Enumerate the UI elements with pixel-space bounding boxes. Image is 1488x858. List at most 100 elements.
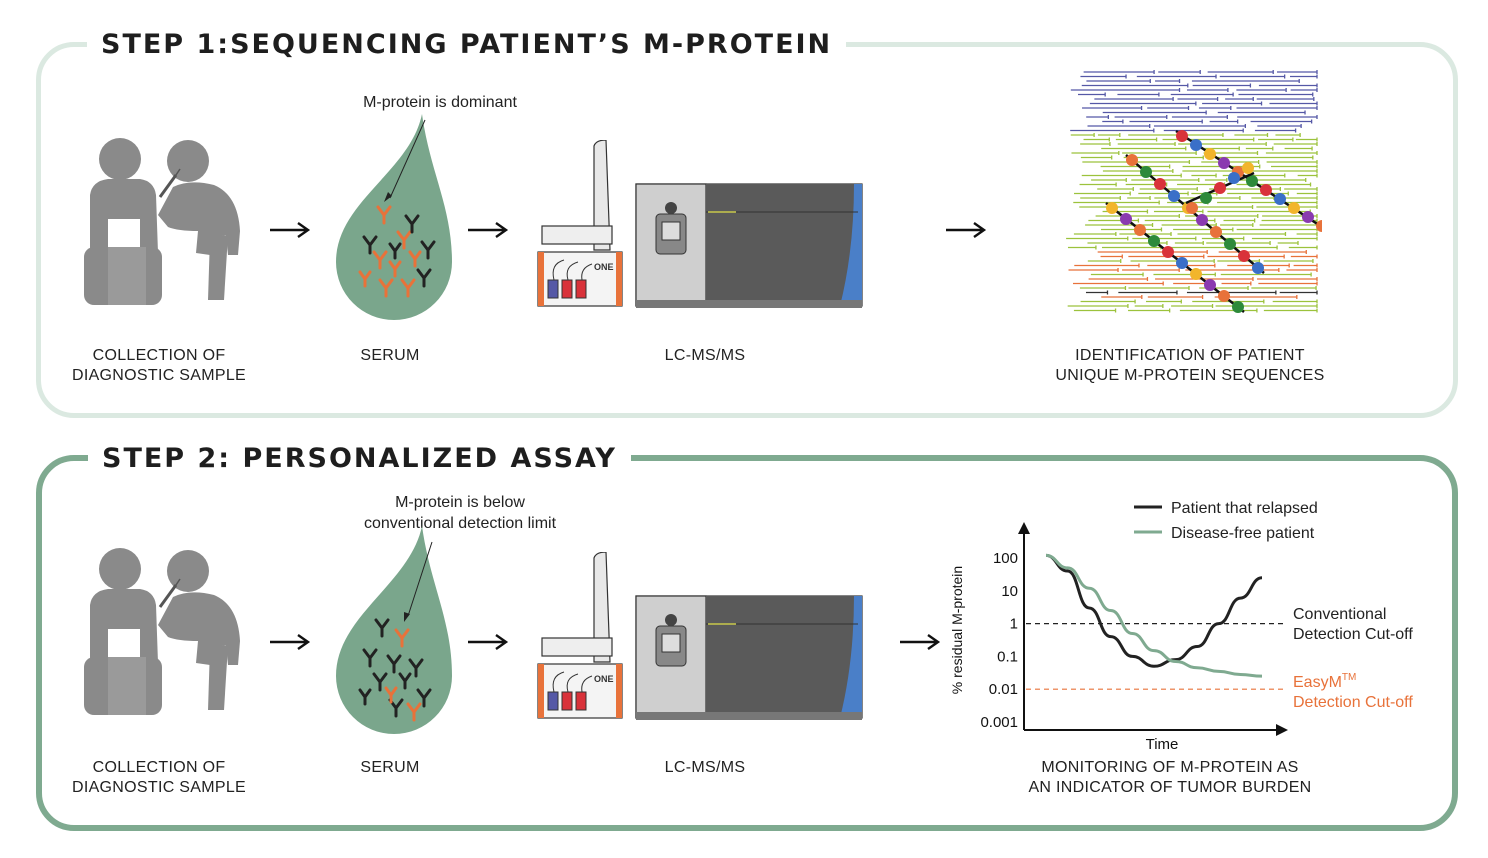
normal-antibody-icon [358,618,432,718]
legend-label-relapsed: Patient that relapsed [1171,500,1318,517]
serum-note: M-protein is below conventional detectio… [330,492,590,534]
amino-acid-bead [1134,224,1146,236]
disease-free-patient-line [1045,553,1263,678]
y-tick-label: 1 [1010,616,1018,633]
easym-cutoff-label-line1: EasyMTM [1293,672,1356,691]
amino-acid-bead [1274,193,1286,205]
arrow-icon [900,634,941,650]
nurse-body-icon [158,182,240,255]
normal-antibody-icon [362,214,436,288]
m-protein-chart: 100 10 1 0.1 0.01 0.001 Time % residual M-pro… [949,500,1413,753]
sequence-coverage-illustration [1066,70,1322,313]
m-protein-antibody-icon [358,205,422,298]
lcms-caption: LC-MS/MS [664,759,746,776]
step1-title: STEP 1:SEQUENCING PATIENT’S M-PROTEIN [87,25,847,65]
nurse-body-icon [158,592,240,665]
y-tick-label: 0.01 [989,681,1018,698]
arrow-icon [468,222,509,238]
collection-caption: COLLECTION OF DIAGNOSTIC SAMPLE [48,758,270,798]
caption-line: COLLECTION OF [92,759,226,776]
amino-acid-bead [1252,262,1264,274]
amino-acid-bead [1214,182,1226,194]
step2-panel: STEP 2: PERSONALIZED ASSAY [36,439,1458,831]
syringe-icon [158,174,178,198]
y-tick-label: 100 [993,550,1018,567]
amino-acid-bead [1162,246,1174,258]
arrow-icon [468,634,509,650]
y-axis-label: % residual M-protein [949,566,965,694]
instrument-brand-label: ONE [594,262,614,272]
serum-caption: SERUM [360,759,420,776]
y-tick-label: 0.001 [980,714,1018,731]
amino-acid-bead [1242,162,1254,174]
amino-acid-bead [1260,184,1272,196]
m-protein-antibody-icon [384,628,422,722]
y-tick-label: 10 [1001,583,1018,600]
amino-acid-bead [1120,213,1132,225]
lc-ms-instrument-icon: ONE [537,140,863,308]
x-axis-label: Time [1146,736,1179,753]
y-tick-label: 0.1 [997,648,1018,665]
caption-line: IDENTIFICATION OF PATIENT [1075,347,1305,364]
nurse-head-icon [167,140,209,182]
amino-acid-bead [1148,235,1160,247]
amino-acid-bead [1302,211,1314,223]
relapsed-patient-line [1045,553,1263,668]
x-axis-arrow-icon [1276,724,1288,736]
serum-drop-icon [336,114,452,320]
amino-acid-bead [1224,238,1236,250]
syringe-icon [158,584,178,608]
amino-acid-bead [1316,220,1322,232]
amino-acid-bead [1176,257,1188,269]
note-line: conventional detection limit [363,515,557,532]
amino-acid-bead [1218,157,1230,169]
amino-acid-bead [1210,226,1222,238]
identification-caption: IDENTIFICATION OF PATIENT UNIQUE M-PROTE… [1010,346,1370,386]
collection-caption: COLLECTION OF DIAGNOSTIC SAMPLE [48,346,270,386]
amino-acid-bead [1218,290,1230,302]
amino-acid-bead [1200,192,1212,204]
lcms-caption: LC-MS/MS [664,347,746,364]
caption-line: DIAGNOSTIC SAMPLE [71,779,247,796]
conventional-cutoff-label-line2: Detection Cut-off [1293,626,1413,643]
phlebotomy-illustration [84,548,240,715]
caption-line: COLLECTION OF [92,347,226,364]
amino-acid-bead [1204,148,1216,160]
lc-ms-instrument-icon: ONE [537,552,863,720]
note-line: M-protein is below [395,494,525,511]
conventional-cutoff-label-line1: Conventional [1293,606,1386,623]
amino-acid-bead [1168,190,1180,202]
amino-acid-bead [1204,279,1216,291]
amino-acid-bead [1196,214,1208,226]
amino-acid-bead [1238,250,1250,262]
amino-acid-bead [1228,172,1240,184]
serum-caption: SERUM [360,347,420,364]
serum-note: M-protein is dominant [363,94,517,111]
arrow-icon [270,634,311,650]
caption-line: DIAGNOSTIC SAMPLE [71,367,247,384]
caption-line: AN INDICATOR OF TUMOR BURDEN [1028,779,1312,796]
amino-acid-bead [1190,268,1202,280]
nurse-leg-icon [208,235,228,300]
instrument-brand-label: ONE [594,674,614,684]
easym-cutoff-label-line2: Detection Cut-off [1293,694,1413,711]
serum-drop-icon [336,526,452,734]
amino-acid-bead [1190,139,1202,151]
amino-acid-bead [1106,202,1118,214]
amino-acid-bead [1288,202,1300,214]
step2-title: STEP 2: PERSONALIZED ASSAY [88,439,631,479]
amino-acid-bead [1154,178,1166,190]
seated-patient-head-icon [99,138,141,180]
amino-acid-bead [1140,166,1152,178]
step1-panel: STEP 1:SEQUENCING PATIENT’S M-PROTEIN [36,25,1458,418]
amino-acid-bead [1232,301,1244,313]
amino-acid-bead [1176,130,1188,142]
arrow-icon [946,222,987,238]
caption-line: UNIQUE M-PROTEIN SEQUENCES [1055,367,1325,384]
monitoring-caption: MONITORING OF M-PROTEIN AS AN INDICATOR … [990,758,1350,798]
nurse-leg-icon [208,645,228,710]
phlebotomy-illustration [84,138,240,305]
arrow-icon [270,222,311,238]
amino-acid-bead [1246,175,1258,187]
amino-acid-bead [1186,202,1198,214]
